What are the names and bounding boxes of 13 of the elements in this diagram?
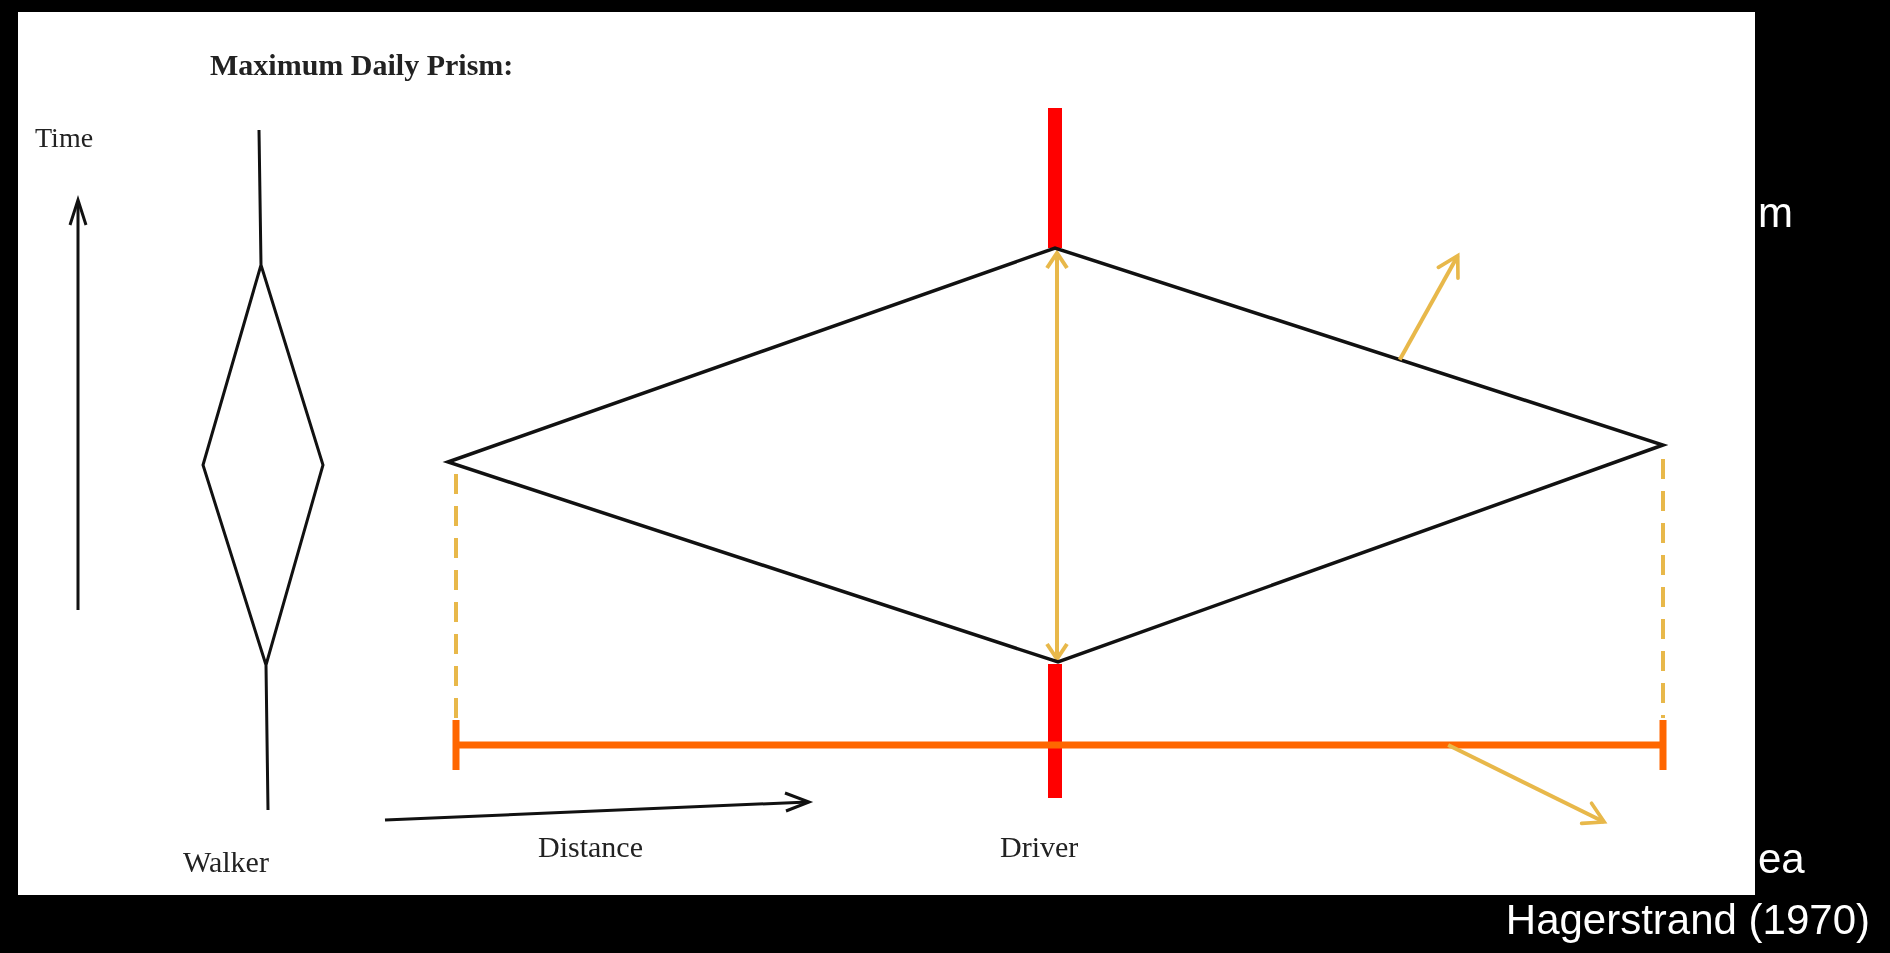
diagram-title: Maximum Daily Prism: <box>210 48 514 81</box>
axis-label: Time <box>35 123 94 154</box>
range-bar <box>452 718 1667 772</box>
arrow <box>1398 253 1460 361</box>
caption-text: m <box>1758 190 1793 237</box>
citation-text: Hagerstrand (1970) <box>1505 897 1870 944</box>
axis-label: Walker <box>183 845 269 878</box>
axis-label: Distance <box>538 830 643 863</box>
caption-text: ea <box>1758 836 1805 883</box>
axis-label: Driver <box>1000 830 1079 863</box>
projection-line <box>454 474 458 718</box>
arrow <box>1447 743 1606 826</box>
projection-line <box>1661 459 1665 718</box>
